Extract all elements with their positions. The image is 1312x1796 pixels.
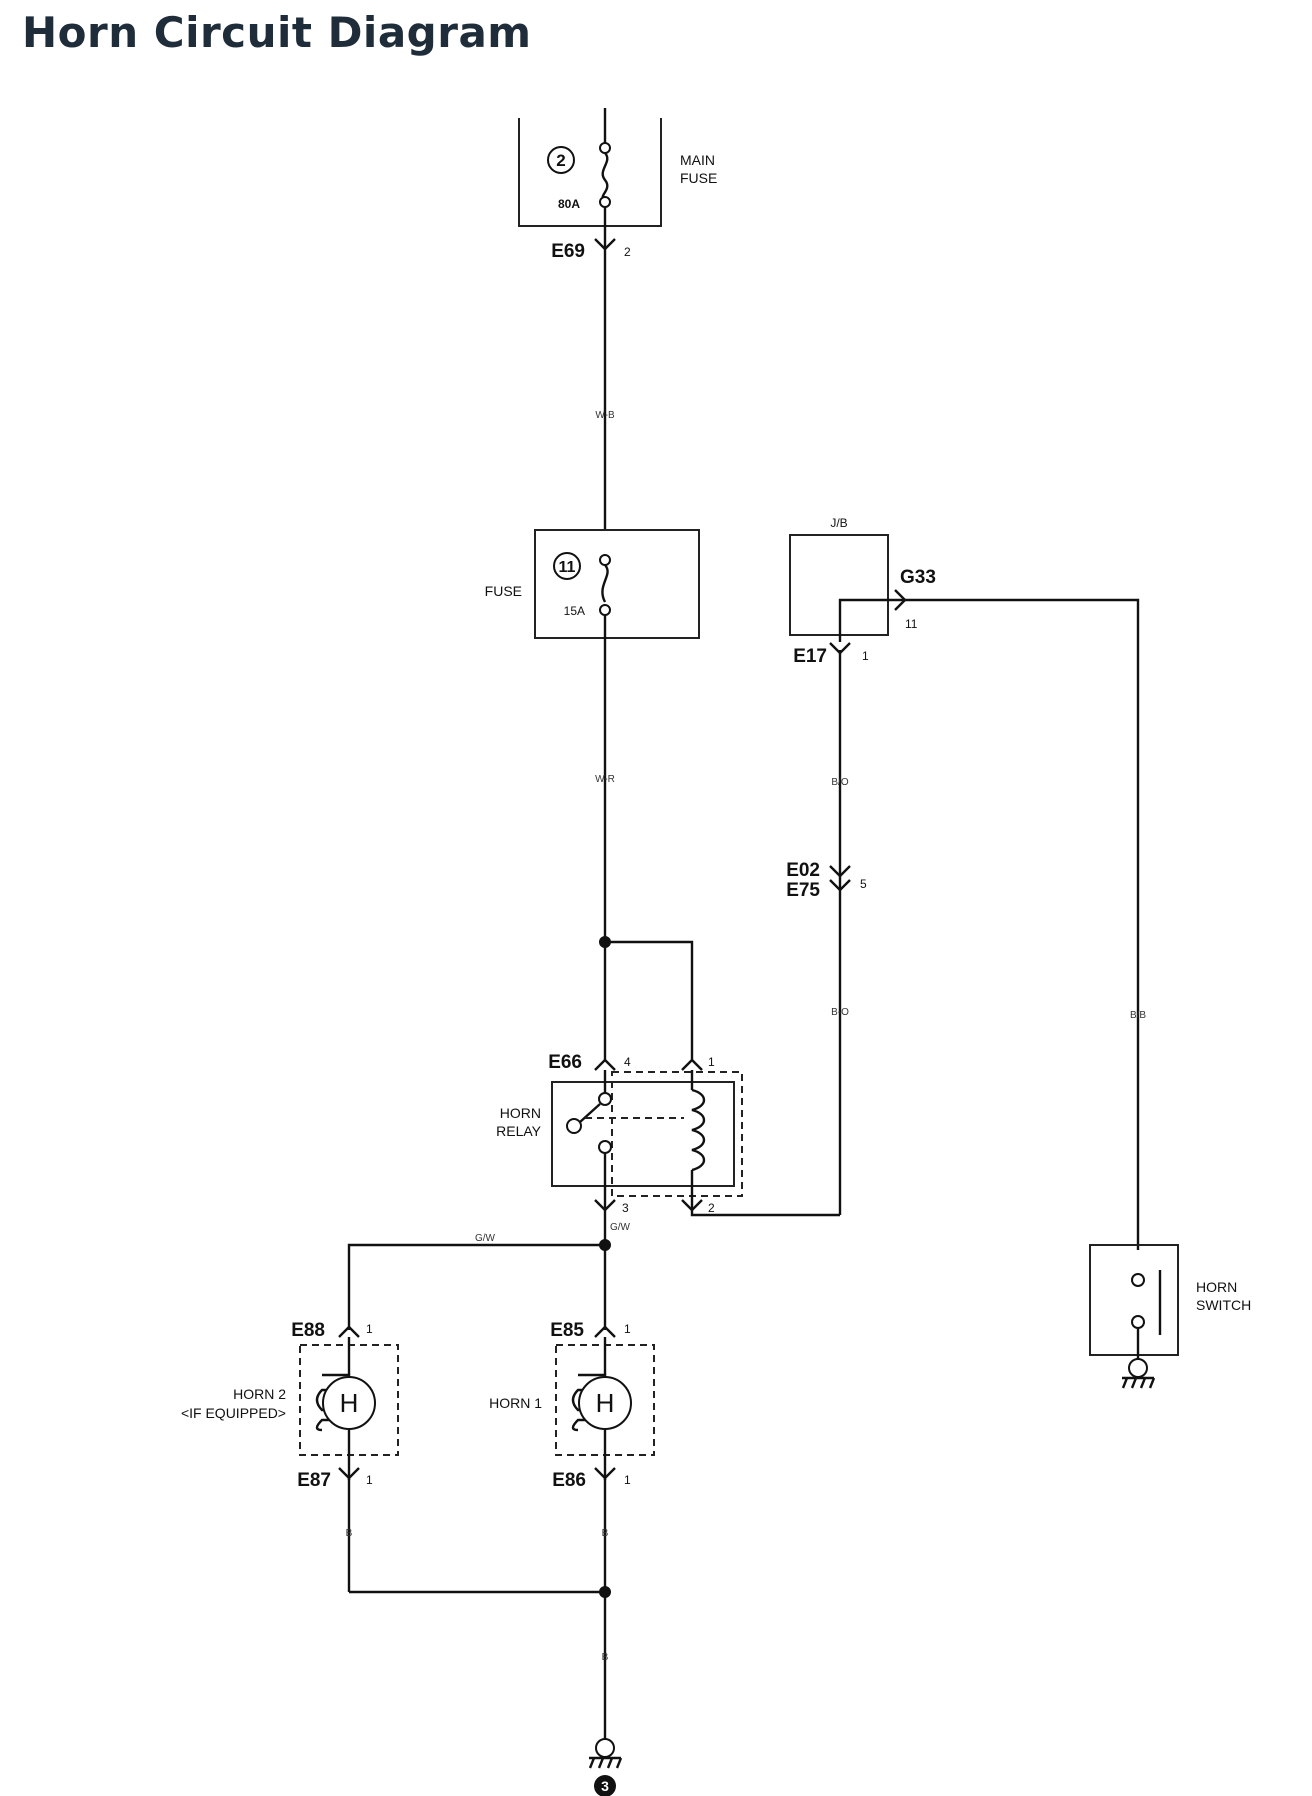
wire-color-b-o-2: B-O: [831, 1007, 849, 1018]
horn-1: E85 1 H HORN 1 E86 1: [489, 1320, 655, 1491]
connector-e02-e75: E02 E75 5: [786, 860, 867, 901]
wire-color-w-b: W-B: [595, 410, 615, 421]
horn-1-label: HORN 1: [489, 1395, 542, 1411]
connector-e86-label: E86: [552, 1470, 586, 1491]
connector-e69-label: E69: [551, 241, 585, 262]
horn-switch-label-2: SWITCH: [1196, 1297, 1251, 1313]
page-title: Horn Circuit Diagram: [22, 8, 532, 57]
connector-g33-label: G33: [900, 567, 936, 588]
wire-color-b-b: B/B: [1130, 1010, 1146, 1021]
connector-e75-label: E75: [786, 880, 820, 901]
connector-e66-pin1: 1: [708, 1055, 715, 1069]
splice-dot-ground: [599, 1586, 611, 1598]
main-fuse-label-2: FUSE: [680, 170, 717, 186]
wire-color-b-o: B/O: [831, 777, 848, 788]
wire-color-g-w-2: G/W: [475, 1233, 496, 1244]
fuse-11-block: 11 15A FUSE: [485, 529, 700, 639]
horn-2: E88 1 H HORN 2 <IF EQUIPPED> E87 1: [181, 1320, 399, 1491]
horn-relay-label-1: HORN: [500, 1105, 541, 1121]
wire-color-b-ground: B: [602, 1652, 609, 1663]
connector-e17-pin: 1: [862, 649, 869, 663]
connector-e02-pin: 5: [860, 877, 867, 891]
connector-e17-label: E17: [793, 646, 827, 667]
wire-color-b-horn2: B: [346, 1528, 353, 1539]
fuse-label: FUSE: [485, 583, 522, 599]
horn-relay-label-2: RELAY: [496, 1123, 542, 1139]
horn-2-label-2: <IF EQUIPPED>: [181, 1405, 286, 1421]
ground-point-badge: 3: [594, 1775, 616, 1796]
main-fuse-label-1: MAIN: [680, 152, 715, 168]
fuse-number: 11: [559, 559, 576, 576]
connector-e69: E69 2: [551, 207, 631, 530]
wire-color-g-w: G/W: [610, 1222, 631, 1233]
wire-color-w-r: W-R: [595, 774, 615, 785]
connector-e85-label: E85: [550, 1320, 584, 1341]
connector-e69-pin: 2: [624, 245, 631, 259]
connector-e86-pin: 1: [624, 1473, 631, 1487]
horn-switch: HORN SWITCH: [1089, 1244, 1251, 1360]
main-fuse-block: 2 80A MAIN FUSE: [518, 108, 717, 227]
horn-2-label-1: HORN 2: [233, 1386, 286, 1402]
wire-color-b-horn1: B: [602, 1528, 609, 1539]
main-fuse-number: 2: [556, 151, 565, 170]
ground-symbol-switch: [1121, 1358, 1156, 1389]
connector-e66-pin4: 4: [624, 1055, 631, 1069]
junction-block-label: J/B: [830, 516, 847, 530]
connector-e66-label: E66: [548, 1052, 582, 1073]
horn-relay: E66 4 1 HORN RELAY 3 2: [496, 936, 743, 1215]
connector-g33-pin: 11: [905, 617, 918, 631]
horn-2-symbol: H: [340, 1388, 359, 1418]
junction-block: J/B G33 11 E17 1: [789, 516, 936, 667]
main-fuse-rating: 80A: [558, 197, 580, 211]
connector-e87-pin: 1: [366, 1473, 373, 1487]
connector-e85-pin: 1: [624, 1322, 631, 1336]
ground-symbol-main: [588, 1738, 623, 1769]
connector-e88-label: E88: [291, 1320, 325, 1341]
connector-e66-pin3: 3: [622, 1201, 629, 1215]
ground-point-number: 3: [601, 1778, 609, 1794]
connector-e02-label: E02: [786, 860, 820, 881]
horn-1-symbol: H: [596, 1388, 615, 1418]
connector-e66-pin2: 2: [708, 1201, 715, 1215]
horn-switch-label-1: HORN: [1196, 1279, 1237, 1295]
connector-e88-pin: 1: [366, 1322, 373, 1336]
connector-e87-label: E87: [297, 1470, 331, 1491]
fuse-rating: 15A: [564, 604, 585, 618]
